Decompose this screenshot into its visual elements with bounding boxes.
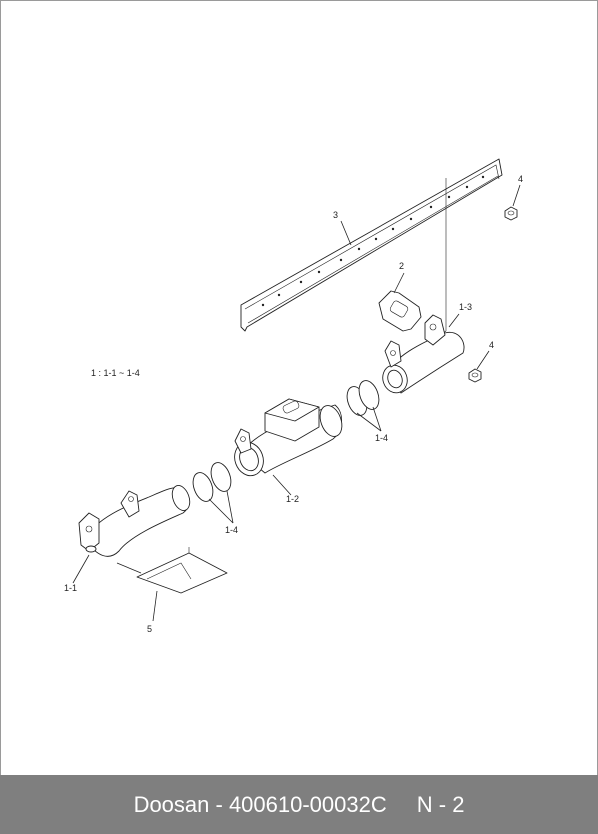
part-2-gasket bbox=[378, 290, 422, 332]
exploded-parts-diagram: 1 : 1-1 ~ 1-4 3 2 1-3 4 4 1-4 1-2 1-4 1-… bbox=[64, 158, 523, 634]
part-1-4-orings-right bbox=[346, 380, 380, 416]
footer-part-number: Doosan - 400610-00032C bbox=[133, 791, 387, 817]
part-1-4-orings-left bbox=[192, 462, 232, 502]
callout-5: 5 bbox=[147, 624, 152, 634]
leader-lines bbox=[72, 184, 521, 622]
legend-text: 1 : 1-1 ~ 1-4 bbox=[91, 368, 140, 378]
footer-bar: Doosan - 400610-00032C N - 2 bbox=[0, 775, 598, 834]
callout-1-2: 1-2 bbox=[286, 494, 299, 504]
part-1-1-front-elbow bbox=[78, 485, 191, 557]
drawing-frame: 1 : 1-1 ~ 1-4 3 2 1-3 4 4 1-4 1-2 1-4 1-… bbox=[0, 0, 598, 776]
callout-4-top: 4 bbox=[518, 174, 523, 184]
part-3-heat-shield bbox=[240, 158, 503, 340]
part-1-2-middle-section bbox=[234, 398, 343, 477]
callout-1-3: 1-3 bbox=[459, 302, 472, 312]
part-1-3-rear-section bbox=[382, 314, 465, 394]
callout-3: 3 bbox=[333, 210, 338, 220]
callout-2: 2 bbox=[399, 261, 404, 271]
part-4-nut-bottom bbox=[468, 368, 482, 383]
callout-4-bottom: 4 bbox=[489, 340, 494, 350]
part-5-bottom-plate bbox=[136, 547, 228, 594]
callout-1-1: 1-1 bbox=[64, 583, 77, 593]
footer-page-number: N - 2 bbox=[416, 791, 465, 817]
callout-1-4-left: 1-4 bbox=[225, 525, 238, 535]
part-4-nut-top bbox=[504, 206, 518, 221]
callout-1-4-right: 1-4 bbox=[375, 433, 388, 443]
